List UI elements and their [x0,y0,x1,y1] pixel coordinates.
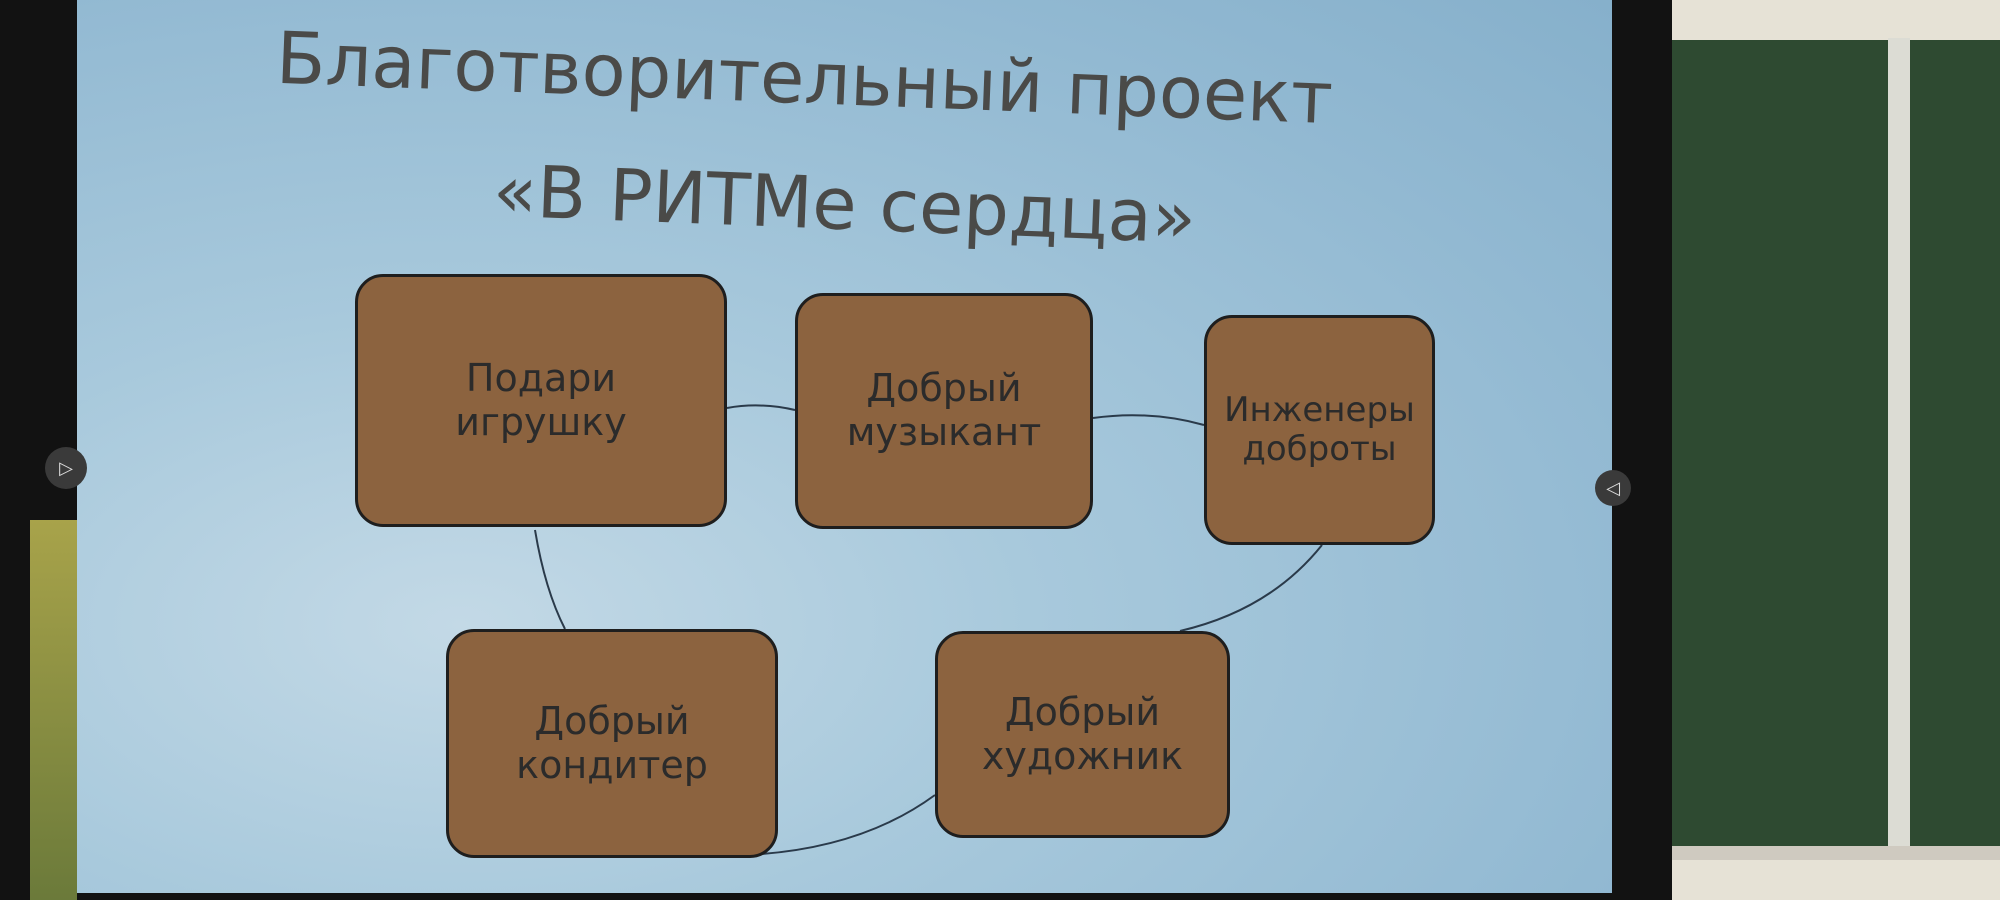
next-slide-button[interactable]: ◁ [1595,470,1631,506]
box-label: игрушку [455,399,627,444]
box-label: Подари [465,355,617,400]
box-label: музыкант [846,410,1042,454]
box-label: кондитер [516,742,708,787]
chalkboard [1671,40,2000,846]
box-label: Добрый [534,698,690,743]
desktop-edge [30,520,77,900]
box-label: художник [981,733,1184,778]
connector-3-5 [1179,544,1323,632]
triangle-left-icon: ◁ [1606,477,1620,499]
board-ledge [1660,846,2000,860]
box-label: Инженеры [1224,389,1415,430]
connector-4-1 [534,529,566,630]
prev-slide-button[interactable]: ▷ [45,447,87,489]
connector-2-3 [1092,414,1205,426]
triangle-right-icon: ▷ [59,457,73,479]
connector-1-2 [726,404,796,411]
connector-5-4 [744,794,936,856]
box-label: Добрый [866,366,1022,411]
board-frame [1888,38,1910,858]
box-label: Добрый [1004,689,1161,734]
box-label: доброты [1242,429,1397,469]
